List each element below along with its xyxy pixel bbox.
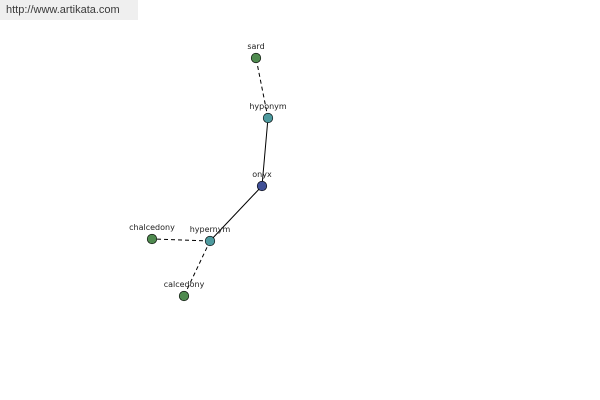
node-sard[interactable] <box>250 52 262 64</box>
nodes-layer <box>146 52 274 302</box>
labels-layer: sard hyponym onyx hypernym chalcedony calcedo… <box>129 42 287 289</box>
node-chalcedony[interactable] <box>146 233 158 245</box>
node-label-onyx[interactable]: onyx <box>252 170 272 179</box>
node-label-sard[interactable]: sard <box>247 42 264 51</box>
watermark-link[interactable]: http://www.artikata.com <box>6 4 120 16</box>
edge-onyx-hypernym <box>209 185 263 242</box>
node-hypernym[interactable] <box>204 235 216 247</box>
edge-hypernym-calcedony <box>183 240 211 297</box>
node-onyx[interactable] <box>256 180 268 192</box>
edge-hypernym-chalcedony <box>151 238 211 242</box>
node-calcedony[interactable] <box>178 290 190 302</box>
edge-onyx-hyponym <box>261 117 269 187</box>
watermark-bar <box>0 0 138 20</box>
node-hyponym[interactable] <box>262 112 274 124</box>
node-label-hyponym[interactable]: hyponym <box>249 102 287 111</box>
node-label-calcedony[interactable]: calcedony <box>164 280 205 289</box>
node-label-chalcedony[interactable]: chalcedony <box>129 223 175 232</box>
edge-hyponym-sard <box>255 57 269 119</box>
edges-layer <box>151 57 269 297</box>
node-label-hypernym[interactable]: hypernym <box>190 225 231 234</box>
